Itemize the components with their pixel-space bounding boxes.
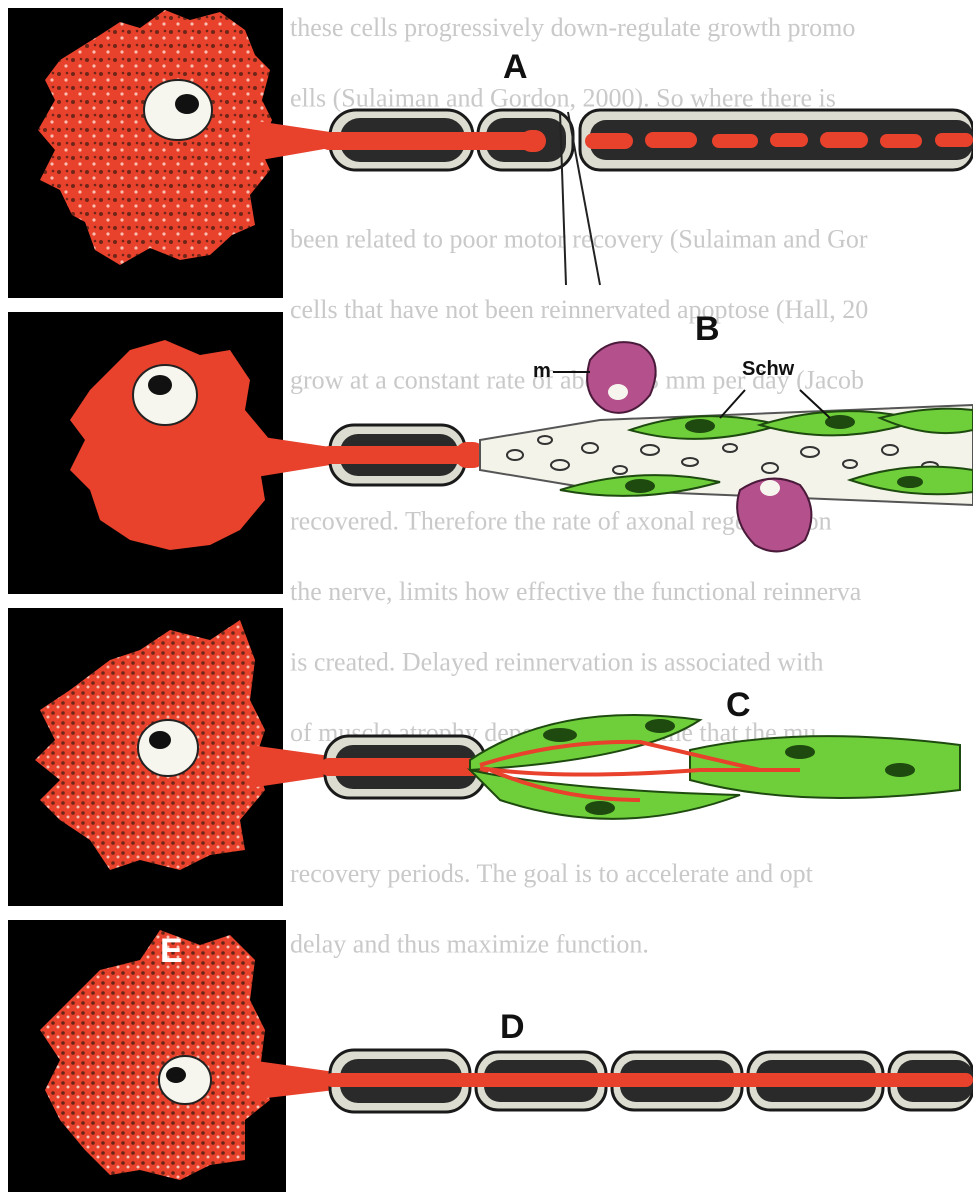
label-c: C — [726, 686, 751, 725]
myelinated-axon-a — [320, 110, 573, 170]
axon-hillock-c — [250, 745, 330, 788]
schwann-bands-c — [470, 715, 960, 819]
axon-hillock-a — [250, 120, 330, 162]
macrophage-lower — [737, 479, 811, 552]
axon-hillock-d — [250, 1060, 335, 1100]
label-schw: Schw — [742, 358, 794, 381]
label-b: B — [695, 310, 720, 349]
nucleus-d — [159, 1056, 211, 1104]
myelinated-axon-b — [320, 425, 485, 485]
panel-c — [8, 608, 960, 906]
nucleus-c — [138, 720, 198, 776]
degenerating-distal-stump-a — [580, 110, 973, 170]
panel-a — [8, 8, 973, 298]
label-d: D — [500, 1008, 525, 1047]
myelinated-axon-c — [320, 736, 490, 798]
nucleus-b — [133, 365, 197, 425]
remyelinated-axon-d — [325, 1050, 973, 1112]
macrophage-upper — [587, 342, 655, 413]
label-m: m — [533, 360, 551, 383]
axon-hillock-b — [250, 435, 330, 478]
panel-d — [8, 920, 973, 1192]
label-a: A — [503, 48, 528, 87]
panel-b — [8, 312, 973, 594]
label-e: E — [160, 932, 183, 971]
